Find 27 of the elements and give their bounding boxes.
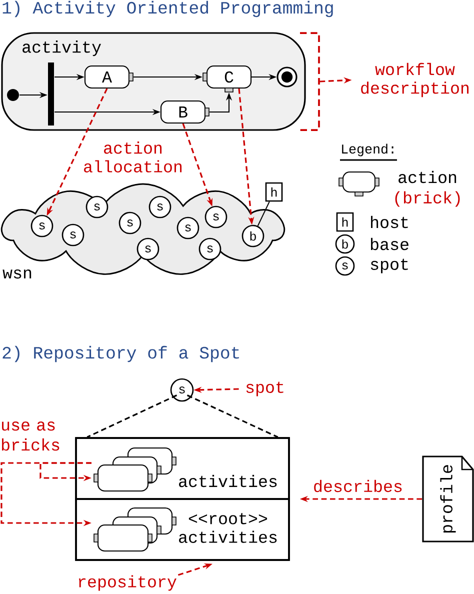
action-brick: C (202, 65, 252, 92)
annotation-text: spot (246, 382, 284, 396)
edge-label: use as bricks (2, 422, 60, 451)
initial-node (7, 89, 19, 101)
legend-sample: h (336, 212, 354, 232)
final-node (276, 66, 298, 88)
legend-title: Legend: (340, 144, 397, 161)
legend-text: base (371, 238, 408, 250)
action-brick: B (160, 100, 210, 124)
annotation-text: (brick) (395, 191, 460, 207)
compartment: activities (75, 437, 290, 500)
annotation-text: action allocation (84, 142, 182, 172)
compartment: <<root>> activities (75, 498, 290, 561)
edge-label: describes (314, 480, 402, 492)
legend-text: host (371, 216, 408, 228)
host-box: h (265, 182, 283, 202)
section-heading: 2) Repository of a Spot (2, 346, 239, 362)
legend-sample: s (335, 256, 355, 276)
title: 1) Activity Oriented Programming (2, 0, 333, 18)
legend-text: action (398, 170, 456, 184)
annotation-text: workflow description (361, 62, 469, 98)
brick-stack (94, 447, 176, 492)
action-brick: A (84, 65, 134, 89)
brick-stack (94, 507, 176, 552)
legend-sample: b (335, 234, 355, 254)
legend-text: spot (370, 258, 408, 274)
annotation-text: repository (78, 575, 176, 591)
